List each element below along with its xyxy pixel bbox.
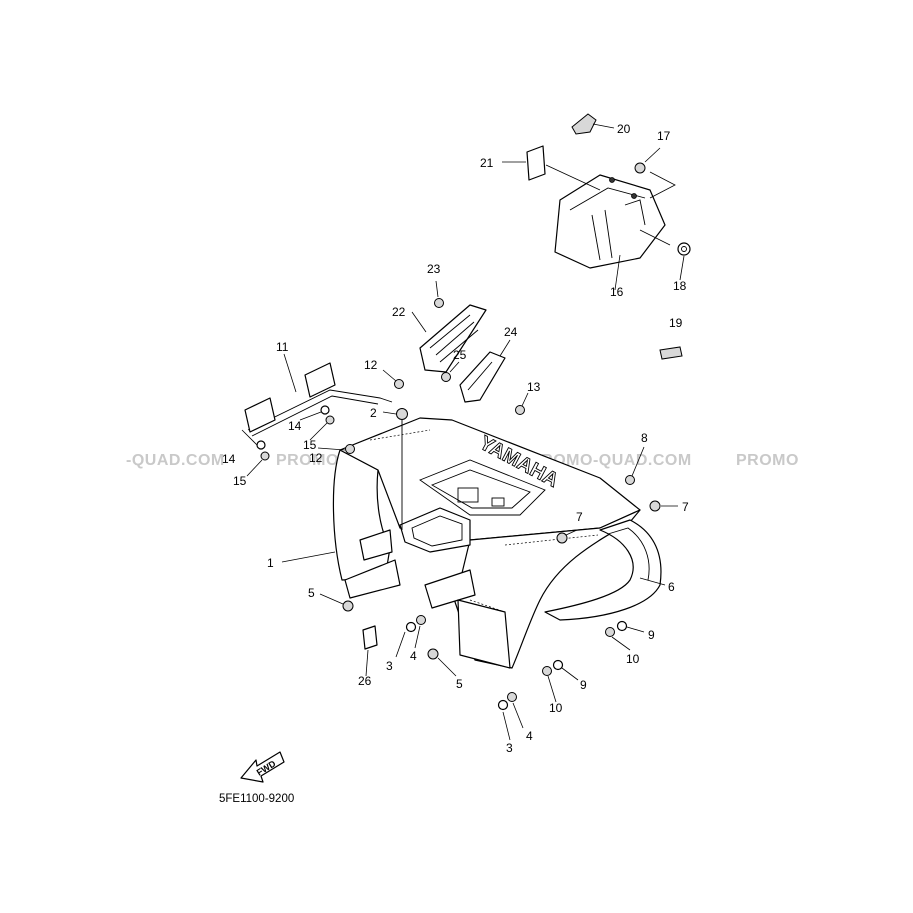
label-15b: 15	[233, 474, 247, 488]
watermark-segment-1: -QUAD.COM	[126, 452, 225, 469]
label-15a: 15	[303, 438, 317, 452]
watermark-segment-3: PROMO-QUAD.COM	[530, 452, 692, 469]
label-25: 25	[453, 348, 467, 362]
label-10a: 10	[626, 652, 640, 666]
label-11: 11	[276, 340, 289, 354]
label-5a: 5	[308, 586, 315, 600]
label-19: 19	[669, 316, 683, 330]
label-2: 2	[370, 406, 377, 420]
label-5b: 5	[456, 677, 463, 691]
leader-lines	[241, 123, 685, 741]
label-22: 22	[392, 305, 406, 319]
label-16: 16	[610, 285, 624, 299]
label-3b: 3	[506, 741, 513, 755]
label-12a: 12	[364, 358, 378, 372]
label-20: 20	[617, 122, 631, 136]
bracket-part-24	[459, 351, 506, 403]
label-21: 21	[480, 156, 494, 170]
label-7a: 7	[682, 500, 689, 514]
label-8: 8	[641, 431, 648, 445]
cover-part-16	[554, 174, 666, 269]
label-4b: 4	[526, 729, 533, 743]
label-9a: 9	[648, 628, 655, 642]
label-3a: 3	[386, 659, 393, 673]
label-9b: 9	[580, 678, 587, 692]
label-12b: 12	[309, 451, 323, 465]
watermark-segment-4: PROMO	[736, 452, 799, 469]
clip-part-20	[571, 113, 597, 135]
label-18: 18	[673, 279, 687, 293]
label-13: 13	[527, 380, 541, 394]
grille-part-22	[419, 304, 487, 373]
label-7b: 7	[576, 510, 583, 524]
pad-part-19	[659, 346, 683, 360]
label-part-21	[526, 145, 546, 181]
label-17: 17	[657, 129, 671, 143]
diagram-code: 5FE1100-9200	[219, 793, 294, 805]
label-14b: 14	[222, 452, 236, 466]
label-6: 6	[668, 580, 675, 594]
mud-flap-part-6	[544, 519, 662, 621]
label-part-26	[362, 625, 378, 650]
label-14a: 14	[288, 419, 302, 433]
label-10b: 10	[549, 701, 563, 715]
grab-bar-part-11	[244, 362, 393, 437]
label-4a: 4	[410, 649, 417, 663]
label-23: 23	[427, 262, 441, 276]
fasteners	[256, 162, 691, 711]
fwd-arrow-icon: FWD	[240, 751, 285, 783]
label-24: 24	[504, 325, 518, 339]
label-26: 26	[358, 674, 372, 688]
part-labels: 1 2 3 3 4 4 5 5 6 7 7 8 9 9 10 10 11 12 …	[222, 122, 689, 755]
label-1: 1	[267, 556, 274, 570]
